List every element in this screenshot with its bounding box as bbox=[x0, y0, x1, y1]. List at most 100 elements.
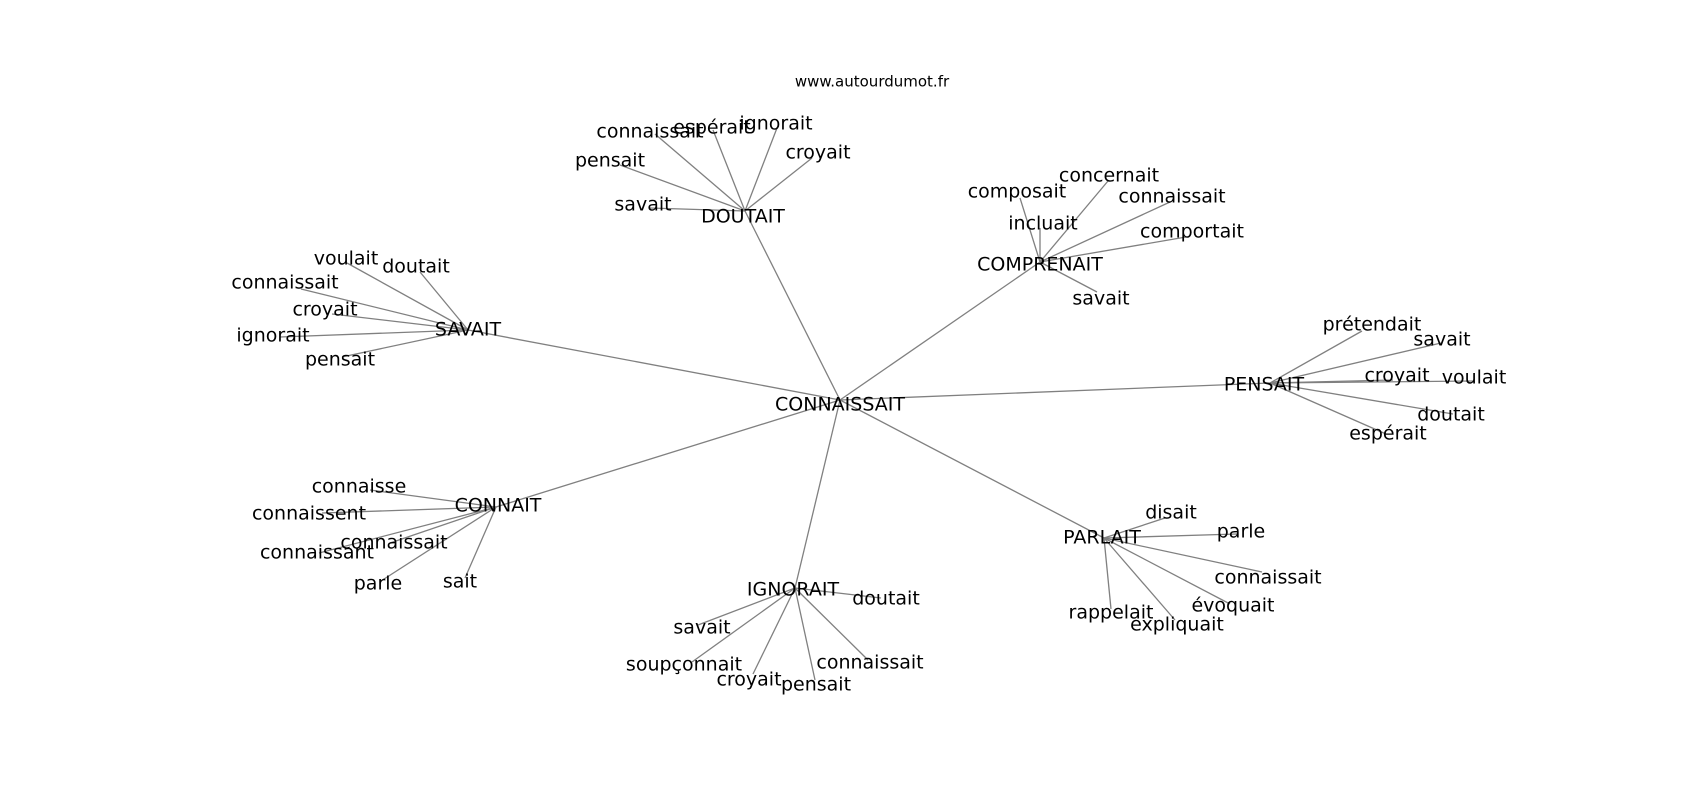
edge-doutait-esperait bbox=[712, 129, 746, 212]
node-doutait-esperait[interactable]: espérait bbox=[673, 117, 751, 139]
node-pensait-croyait[interactable]: croyait bbox=[1364, 365, 1429, 387]
edge-root-connait bbox=[495, 399, 841, 508]
edge-doutait-savait bbox=[649, 207, 746, 212]
node-doutait-croyait[interactable]: croyait bbox=[785, 142, 850, 164]
edge-comprenait-concernait bbox=[1039, 180, 1109, 263]
node-doutait-savait[interactable]: savait bbox=[614, 194, 671, 216]
node-parlait-expliquait[interactable]: expliquait bbox=[1130, 614, 1224, 636]
node-ignorait[interactable]: IGNORAIT bbox=[747, 579, 840, 601]
node-savait-voulait[interactable]: voulait bbox=[314, 248, 379, 270]
edge-connait-connaisse bbox=[369, 489, 497, 508]
edge-comprenait-savait bbox=[1039, 261, 1098, 293]
node-comprenait-incluait[interactable]: incluait bbox=[1008, 213, 1077, 235]
edge-connait-sait bbox=[464, 506, 497, 579]
node-parlait-connaissait[interactable]: connaissait bbox=[1214, 567, 1321, 589]
node-parlait-parle[interactable]: parle bbox=[1217, 521, 1265, 543]
edge-connait-connaissant bbox=[318, 506, 497, 554]
node-savait[interactable]: SAVAIT bbox=[435, 319, 502, 341]
node-parlait-evoquait[interactable]: évoquait bbox=[1191, 595, 1274, 617]
node-root-connaissait[interactable]: CONNAISSAIT bbox=[775, 394, 905, 416]
edge-root-savait bbox=[467, 329, 841, 401]
node-connait-parle[interactable]: parle bbox=[354, 573, 402, 595]
edge-parlait-disait bbox=[1103, 517, 1166, 539]
edge-pensait-esperait bbox=[1269, 382, 1387, 435]
node-comprenait-connaissait[interactable]: connaissait bbox=[1118, 186, 1225, 208]
node-doutait-ignorait[interactable]: ignorait bbox=[739, 113, 812, 135]
edge-savait-voulait bbox=[346, 262, 469, 331]
edge-doutait-croyait bbox=[744, 157, 813, 212]
node-connait-connaisse[interactable]: connaisse bbox=[312, 476, 407, 498]
edge-parlait-expliquait bbox=[1103, 537, 1176, 621]
edge-pensait-voulait bbox=[1269, 380, 1475, 384]
node-ignorait-savait[interactable]: savait bbox=[673, 617, 730, 639]
edge-root-ignorait bbox=[794, 399, 841, 589]
edge-pensait-doutait bbox=[1269, 382, 1454, 415]
node-pensait-voulait[interactable]: voulait bbox=[1442, 367, 1507, 389]
node-doutait-pensait[interactable]: pensait bbox=[575, 150, 645, 172]
node-connait-connaissant[interactable]: connaissant bbox=[260, 542, 374, 564]
edge-comprenait-composait bbox=[1019, 197, 1041, 263]
edge-ignorait-savait bbox=[697, 587, 796, 626]
edge-root-doutait bbox=[744, 210, 841, 401]
node-ignorait-pensait[interactable]: pensait bbox=[781, 674, 851, 696]
node-savait-ignorait[interactable]: ignorait bbox=[236, 325, 309, 347]
edge-root-pensait bbox=[839, 382, 1271, 401]
edge-parlait-evoquait bbox=[1103, 537, 1231, 605]
edge-parlait-rappelait bbox=[1103, 537, 1112, 610]
node-comprenait[interactable]: COMPRENAIT bbox=[977, 254, 1103, 276]
edge-ignorait-croyait bbox=[752, 587, 796, 675]
node-pensait-pretendait[interactable]: prétendait bbox=[1323, 314, 1422, 336]
edge-savait-croyait bbox=[331, 313, 469, 331]
edge-parlait-connaissait bbox=[1103, 537, 1263, 573]
node-pensait[interactable]: PENSAIT bbox=[1224, 374, 1305, 396]
node-ignorait-soupconnait[interactable]: soupçonnait bbox=[626, 654, 742, 676]
edge-savait-doutait bbox=[419, 271, 469, 331]
edge-ignorait-connaissait bbox=[794, 587, 869, 661]
node-parlait[interactable]: PARLAIT bbox=[1063, 527, 1141, 549]
edge-ignorait-doutait bbox=[794, 587, 882, 599]
edge-ignorait-pensait bbox=[794, 587, 816, 681]
node-savait-connaissait[interactable]: connaissait bbox=[231, 272, 338, 294]
node-doutait[interactable]: DOUTAIT bbox=[701, 206, 785, 228]
edge-parlait-parle bbox=[1103, 533, 1238, 539]
edge-comprenait-comportait bbox=[1039, 236, 1187, 263]
edge-pensait-savait bbox=[1269, 342, 1442, 384]
edge-connait-parle bbox=[380, 506, 497, 582]
edge-doutait-ignorait bbox=[744, 127, 778, 212]
node-parlait-rappelait[interactable]: rappelait bbox=[1069, 602, 1154, 624]
node-comprenait-comportait[interactable]: comportait bbox=[1140, 221, 1244, 243]
node-doutait-connaissait[interactable]: connaissait bbox=[596, 121, 703, 143]
node-ignorait-croyait[interactable]: croyait bbox=[716, 669, 781, 691]
node-savait-pensait[interactable]: pensait bbox=[305, 349, 375, 371]
node-ignorait-doutait[interactable]: doutait bbox=[852, 588, 920, 610]
node-comprenait-composait[interactable]: composait bbox=[968, 181, 1067, 203]
edge-savait-ignorait bbox=[279, 329, 469, 338]
node-ignorait-connaissait[interactable]: connaissait bbox=[816, 652, 923, 674]
edge-pensait-pretendait bbox=[1269, 330, 1363, 384]
node-comprenait-savait[interactable]: savait bbox=[1072, 288, 1129, 310]
edge-savait-connaissait bbox=[300, 288, 469, 331]
node-connait[interactable]: CONNAIT bbox=[455, 495, 542, 517]
edge-doutait-pensait bbox=[619, 164, 746, 212]
node-pensait-savait[interactable]: savait bbox=[1413, 329, 1470, 351]
node-savait-croyait[interactable]: croyait bbox=[292, 299, 357, 321]
graph-edges bbox=[279, 127, 1475, 681]
node-comprenait-concernait[interactable]: concernait bbox=[1059, 165, 1159, 187]
node-pensait-esperait[interactable]: espérait bbox=[1349, 423, 1427, 445]
node-savait-doutait[interactable]: doutait bbox=[382, 256, 450, 278]
edge-connait-connaissait bbox=[389, 506, 497, 544]
node-connait-sait[interactable]: sait bbox=[443, 571, 477, 593]
node-parlait-disait[interactable]: disait bbox=[1145, 502, 1197, 524]
site-watermark: www.autourdumot.fr bbox=[795, 73, 950, 91]
edge-savait-pensait bbox=[341, 329, 469, 358]
node-connait-connaissent[interactable]: connaissent bbox=[252, 503, 366, 525]
edge-root-comprenait bbox=[839, 261, 1041, 401]
graph-labels: savaitpensaitconnaissaitespéraitignorait… bbox=[231, 113, 1506, 696]
node-pensait-doutait[interactable]: doutait bbox=[1417, 404, 1485, 426]
edge-comprenait-connaissait bbox=[1039, 201, 1171, 263]
edge-root-parlait bbox=[839, 399, 1105, 539]
edge-connait-connaissent bbox=[321, 506, 497, 514]
edge-doutait-connaissait bbox=[654, 133, 746, 212]
node-connait-connaissait[interactable]: connaissait bbox=[340, 532, 447, 554]
